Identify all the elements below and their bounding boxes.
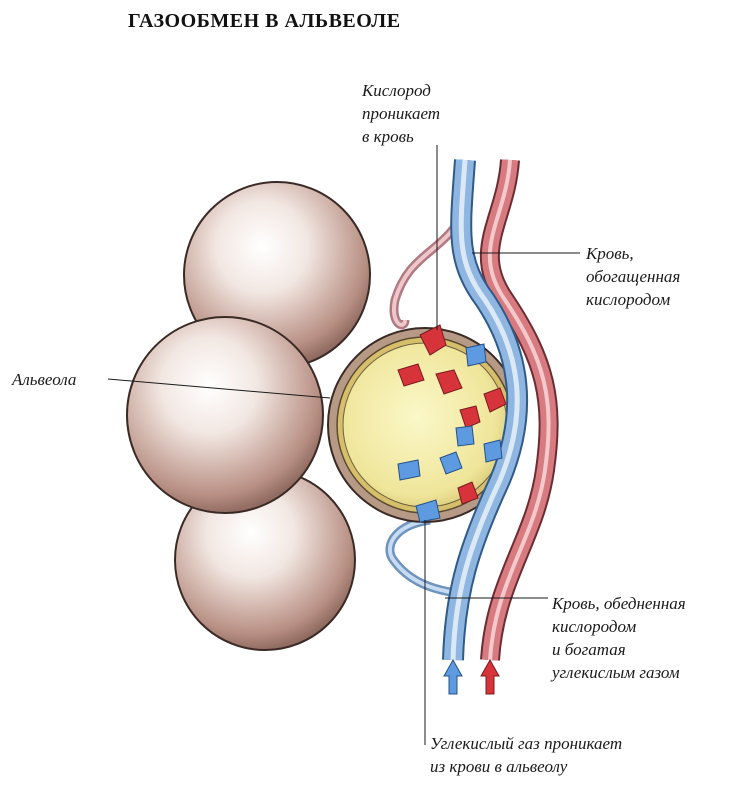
co2-arrow — [456, 426, 474, 446]
label-alveola: Альвеола — [12, 368, 76, 391]
co2-arrow — [398, 460, 420, 480]
capillary-loop-bottom-inner — [390, 520, 450, 592]
co2-arrow — [484, 440, 502, 462]
flow-arrow-blue — [444, 660, 462, 694]
label-co2-enters-alveola: Углекислый газ проникает из крови в альв… — [430, 732, 622, 778]
alveolar-sac-left — [127, 317, 323, 513]
label-oxygen-enriched-blood: Кровь, обогащенная кислородом — [586, 242, 680, 311]
diagram-title: ГАЗООБМЕН В АЛЬВЕОЛЕ — [128, 10, 401, 33]
alveola-inner — [343, 343, 507, 507]
label-oxygen-enters-blood: Кислород проникает в кровь — [362, 79, 440, 148]
flow-arrow-red — [481, 660, 499, 694]
co2-arrow — [466, 344, 486, 366]
label-oxygen-depleted-blood: Кровь, обедненная кислородом и богатая у… — [552, 592, 686, 684]
